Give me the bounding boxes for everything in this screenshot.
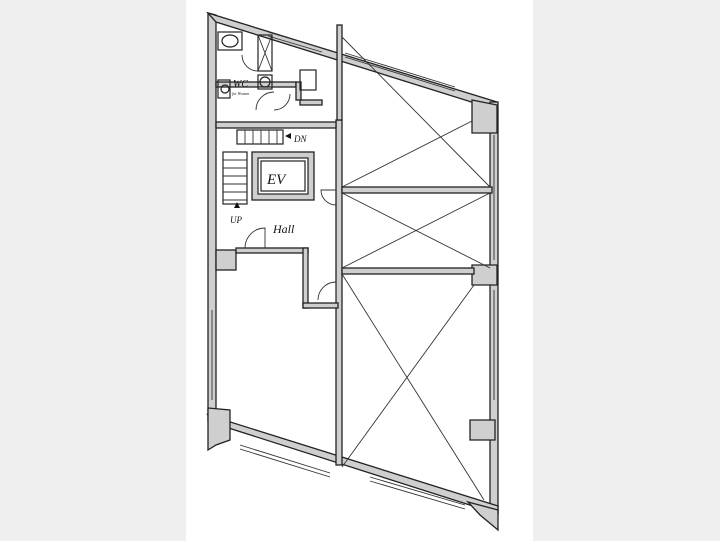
windows-top bbox=[267, 31, 456, 92]
floor-plan-drawing: WC for Women DN UP EV Hall bbox=[205, 11, 499, 532]
elevator: EV bbox=[251, 151, 315, 201]
windows-bottom bbox=[239, 444, 466, 510]
hall-label: Hall bbox=[272, 222, 295, 236]
exterior-walls bbox=[205, 11, 499, 532]
wc-label: WC bbox=[233, 79, 248, 90]
restroom: WC for Women bbox=[217, 31, 317, 111]
dn-arrow-icon bbox=[285, 133, 291, 139]
up-arrow-icon bbox=[234, 202, 240, 208]
interior-walls bbox=[215, 24, 493, 466]
up-label: UP bbox=[230, 215, 242, 225]
dn-label: DN bbox=[293, 134, 307, 144]
floor-plan-canvas: WC for Women DN UP EV Hall bbox=[186, 0, 533, 541]
wc-sublabel: for Women bbox=[232, 91, 249, 96]
hall: Hall bbox=[244, 189, 337, 301]
stairs: DN UP bbox=[222, 129, 307, 225]
ev-label: EV bbox=[266, 172, 287, 188]
office-hatches bbox=[341, 36, 491, 501]
